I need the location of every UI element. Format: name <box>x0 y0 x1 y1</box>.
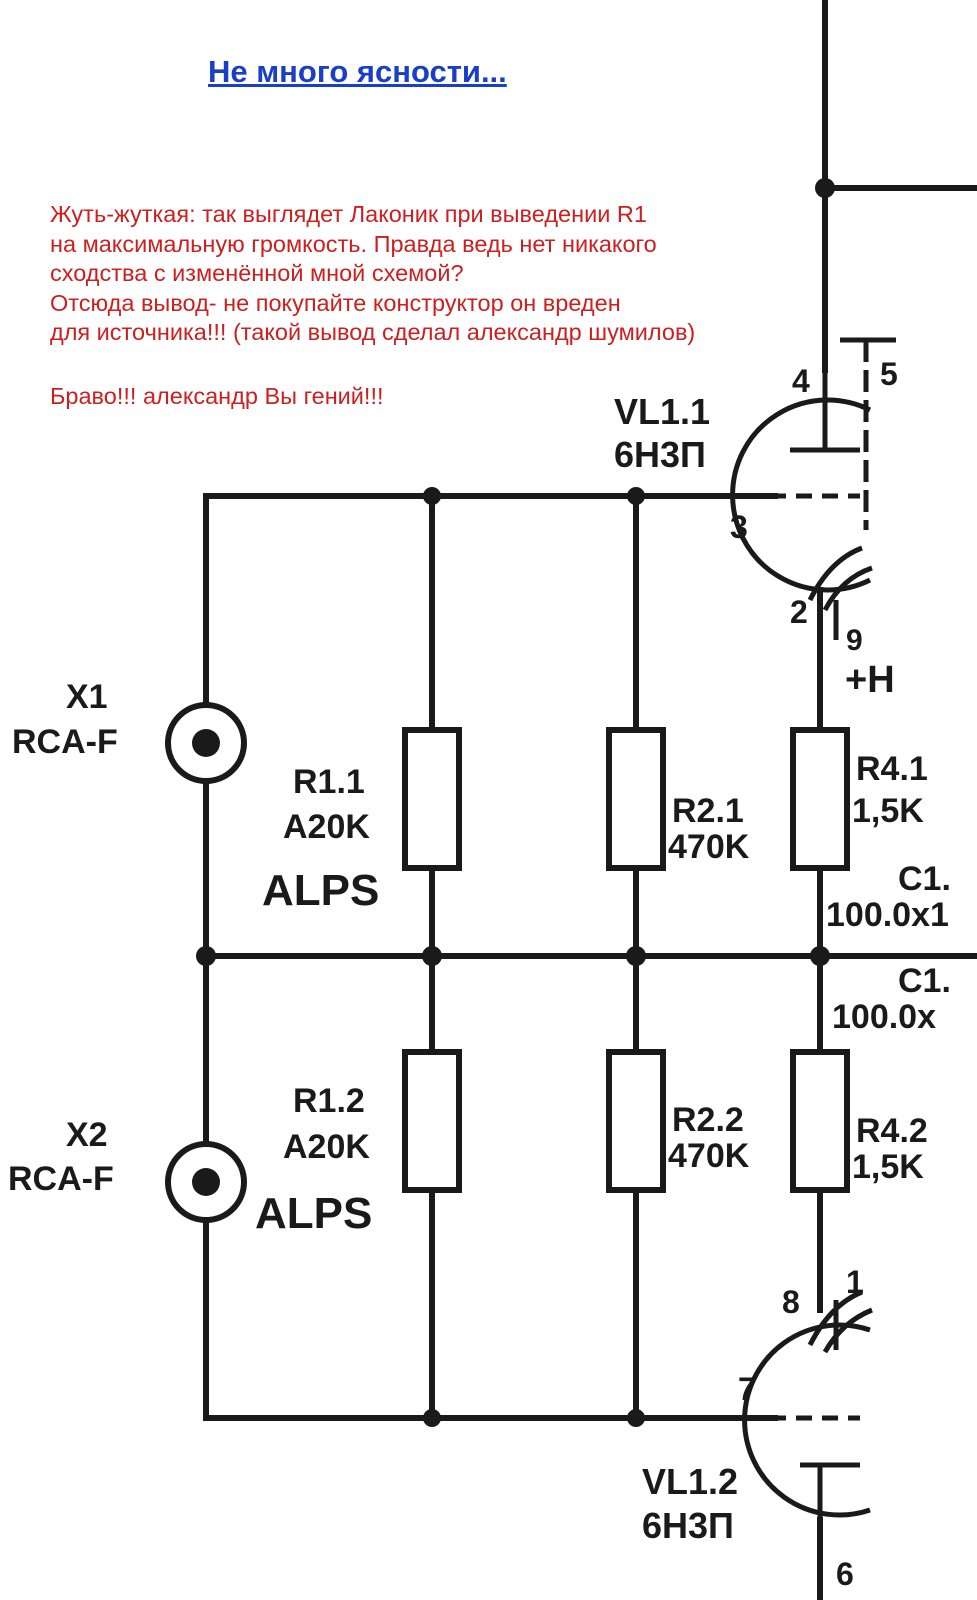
resistor-r2-2 <box>606 1049 666 1193</box>
pin-label: 2 <box>790 594 808 630</box>
note-line: сходства с изменённой мной схемой? <box>50 260 464 286</box>
tube-vl1-2 <box>742 1289 873 1520</box>
note-text: Жуть-жуткая: так выглядет Лаконик при вы… <box>50 200 810 348</box>
label-r2-1-value: 470K <box>668 828 750 866</box>
note-line: Отсюда вывод- не покупайте конструктор о… <box>50 289 621 316</box>
label-r4-1: R4.1 <box>856 750 928 788</box>
label-x2: X2 <box>66 1116 108 1154</box>
label-r4-2: R4.2 <box>856 1112 928 1150</box>
label-r1-2: R1.2 <box>293 1082 365 1120</box>
label-r2-2: R2.2 <box>672 1101 744 1139</box>
label-vl1-1: VL1.1 <box>614 391 710 432</box>
note-line: на максимальную громкость. Правда ведь н… <box>50 230 657 257</box>
label-c1-top: C1. <box>898 860 951 898</box>
label-x1-type: RCA-F <box>12 723 118 761</box>
resistor-r4-1 <box>790 727 850 871</box>
connector-x2 <box>165 1141 247 1223</box>
label-r1-2-value: A20K <box>283 1128 370 1166</box>
resistor-r4-2 <box>790 1049 850 1193</box>
pin-label: 4 <box>792 363 810 399</box>
pin-label: 7 <box>738 1371 756 1407</box>
pin-label: 9 <box>846 624 863 657</box>
tube-vl1-1 <box>730 337 896 640</box>
label-vl1-2-type: 6Н3П <box>642 1505 734 1546</box>
resistor-r1-1 <box>402 727 462 871</box>
bravo-text: Браво!!! александр Вы гений!!! <box>50 383 384 409</box>
label-r4-2-value: 1,5K <box>852 1148 924 1186</box>
title-link[interactable]: Не много ясности... <box>208 54 507 89</box>
note-line: Жуть-жуткая: так выглядет Лаконик при вы… <box>50 201 647 227</box>
junction-dot <box>423 1409 441 1427</box>
pin-label: 8 <box>782 1284 800 1320</box>
junction-dot <box>810 946 830 966</box>
pin-label: 5 <box>880 356 898 392</box>
pin-label: 1 <box>846 1264 864 1300</box>
label-r2-1: R2.1 <box>672 792 744 830</box>
label-r1-1-maker: ALPS <box>262 866 379 915</box>
junction-dot <box>815 178 835 198</box>
note-line: для источника!!! (такой вывод сделал але… <box>50 319 696 345</box>
connector-x1 <box>165 702 247 784</box>
label-r4-1-value: 1,5K <box>852 792 924 830</box>
label-vl1-2: VL1.2 <box>642 1461 738 1502</box>
junction-dot <box>423 487 441 505</box>
junction-dot <box>626 946 646 966</box>
junction-dot <box>627 487 645 505</box>
resistor-r1-2 <box>402 1049 462 1193</box>
label-c1-top-value: 100.0x1 <box>826 896 949 934</box>
label-c1-bottom-value: 100.0x <box>832 998 936 1036</box>
junction-dot <box>422 946 442 966</box>
junction-dot <box>627 1409 645 1427</box>
label-heater: +Н <box>845 659 895 701</box>
label-c1-bottom: C1. <box>898 962 951 1000</box>
label-r1-1-value: A20K <box>283 808 370 846</box>
label-x1: X1 <box>66 678 108 716</box>
pin-label: 3 <box>730 509 748 545</box>
label-x2-type: RCA-F <box>8 1160 114 1198</box>
pin-label: 6 <box>836 1556 854 1592</box>
label-r2-2-value: 470K <box>668 1137 750 1175</box>
junction-dot <box>196 946 216 966</box>
label-r1-1: R1.1 <box>293 763 365 801</box>
label-vl1-1-type: 6Н3П <box>614 434 706 475</box>
resistor-r2-1 <box>606 727 666 871</box>
label-r1-2-maker: ALPS <box>255 1189 372 1238</box>
